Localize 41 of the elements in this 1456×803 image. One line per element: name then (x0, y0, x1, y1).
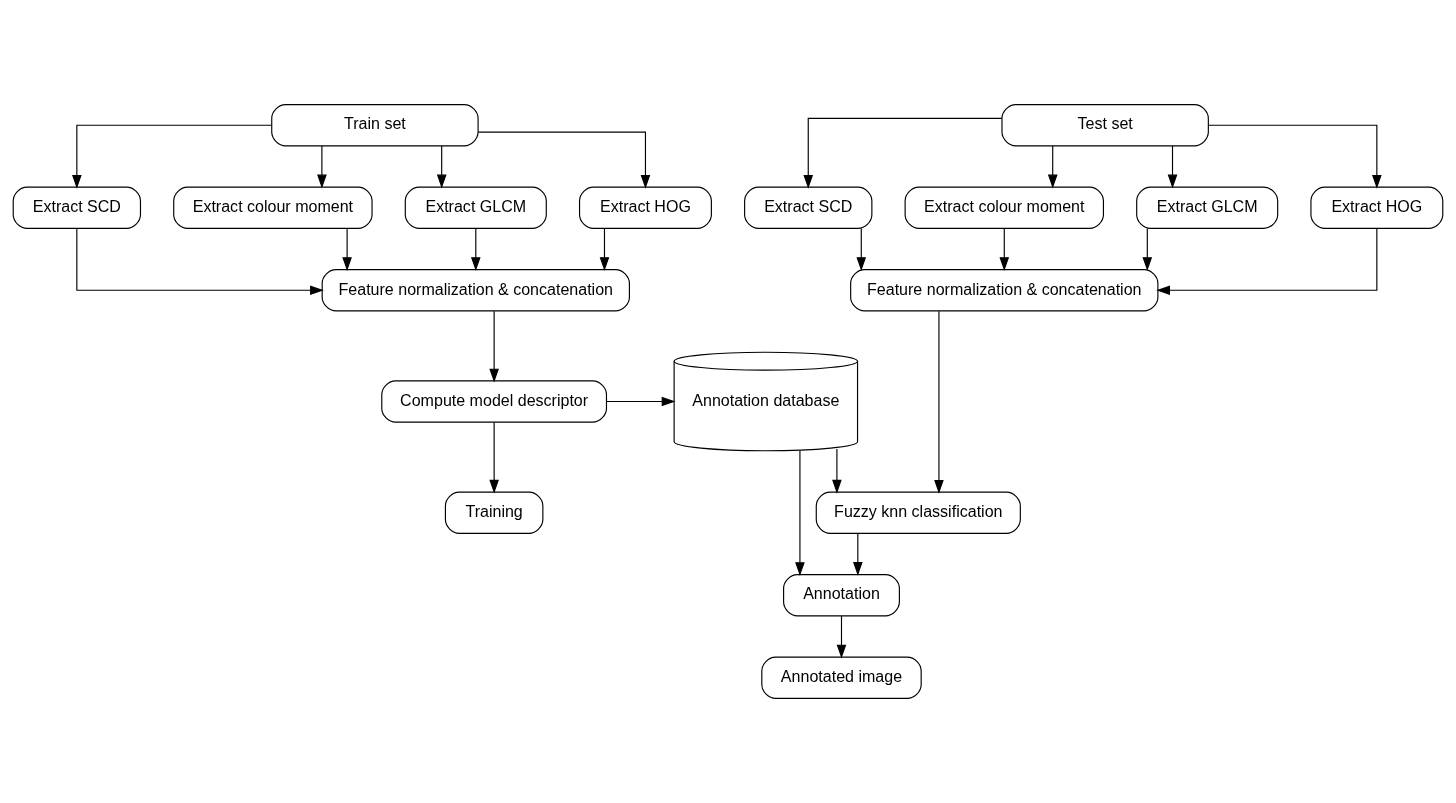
arrow (1208, 124, 1382, 189)
node-box: Feature normalization & concatenation (850, 269, 1159, 312)
arrow (836, 615, 847, 659)
node-box: Feature normalization & concatenation (321, 269, 630, 312)
arrow (1047, 145, 1058, 189)
arrow (317, 145, 327, 189)
arrow (934, 310, 944, 494)
node-box: Training (444, 491, 544, 534)
arrow (1142, 228, 1153, 271)
node-box: Extract colour moment (904, 186, 1104, 229)
node-box: Test set (1001, 104, 1209, 147)
arrow (853, 532, 863, 576)
arrow (999, 228, 1010, 271)
arrow (489, 421, 499, 494)
node-box: Extract HOG (1310, 186, 1444, 229)
arrow (1156, 228, 1378, 296)
arrow (606, 396, 676, 407)
arrow (489, 310, 499, 383)
arrow (342, 228, 352, 271)
node-box: Annotated image (761, 656, 922, 699)
arrow (436, 145, 447, 189)
node-box: Extract SCD (744, 186, 873, 229)
node-box: Compute model descriptor (381, 380, 608, 423)
arrow (803, 117, 1003, 189)
arrow (76, 228, 324, 296)
arrow (470, 228, 481, 271)
arrow (1167, 145, 1178, 189)
node-box: Extract GLCM (404, 186, 547, 229)
arrow (599, 228, 610, 271)
node-box: Extract HOG (578, 186, 712, 229)
arrow (856, 228, 867, 271)
arrow (72, 124, 273, 189)
node-box: Annotation (783, 574, 900, 617)
node-box: Fuzzy knn classification (815, 491, 1021, 534)
node-box: Extract SCD (12, 186, 142, 229)
node-box: Train set (271, 104, 479, 147)
arrow (832, 448, 842, 494)
node-box: Extract GLCM (1136, 186, 1279, 229)
arrow (795, 450, 805, 577)
node-box: Extract colour moment (173, 186, 373, 229)
arrow (477, 131, 651, 189)
